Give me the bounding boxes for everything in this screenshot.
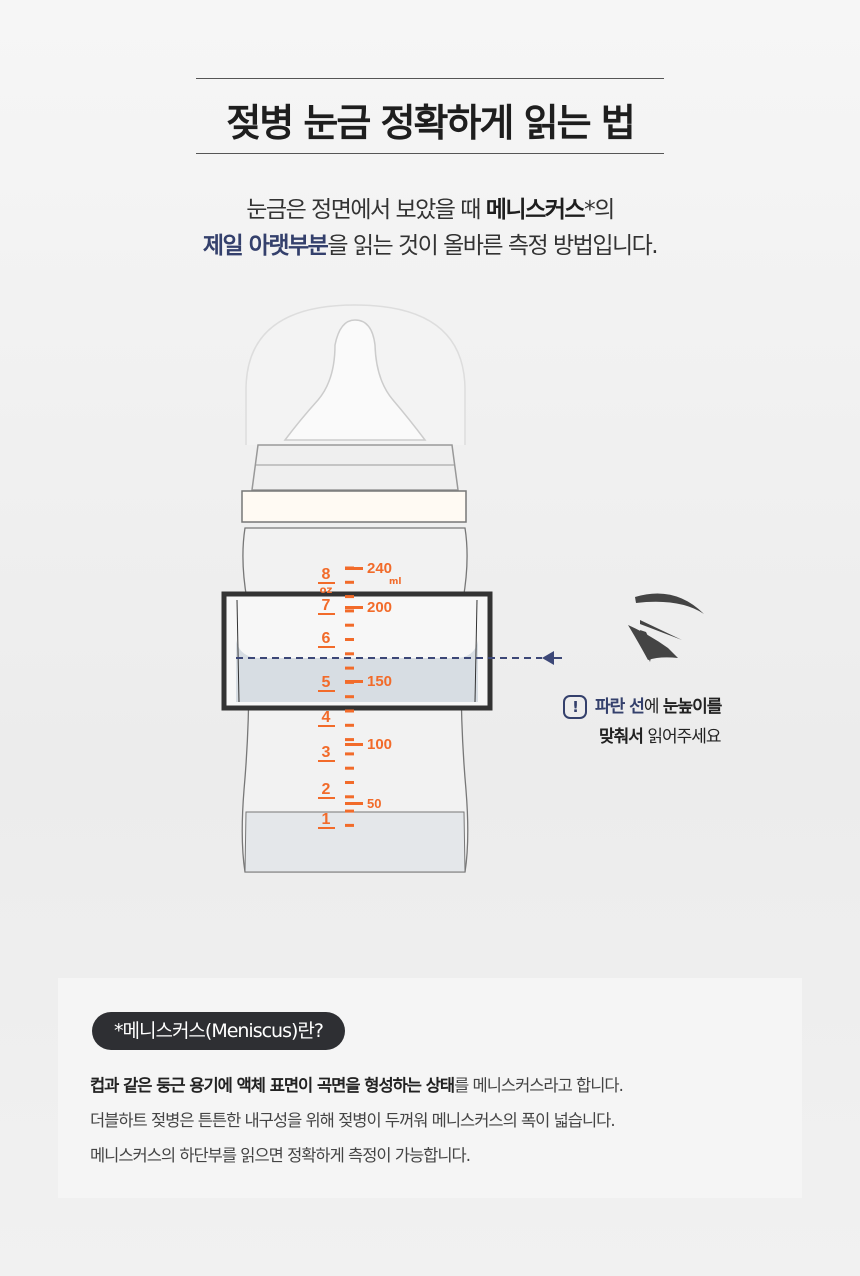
bottle-ring (241, 490, 467, 523)
ml-major-tick (345, 802, 363, 805)
subtitle-highlight: 제일 아랫부분 (202, 233, 329, 259)
oz-label: 3 (322, 744, 331, 761)
subtitle-text: *의 (584, 197, 615, 223)
scale-tick (345, 795, 354, 799)
scale-tick (345, 766, 354, 770)
oz-label: 4 (322, 709, 331, 726)
ml-major-tick (345, 567, 363, 570)
scale-tick (345, 723, 354, 727)
oz-underline (318, 690, 335, 692)
scale-tick (345, 595, 354, 599)
measurement-scale: 8 7 6 5 4 3 2 1 oz 240 200 150 100 50 ml (318, 560, 401, 829)
info-bold: 컵과 같은 둥근 용기에 액체 표면이 곡면을 형성하는 상태 (90, 1076, 455, 1095)
note-highlight: 파란 선 (595, 697, 645, 717)
info-pill-heading: *메니스커스(Meniscus)란? (92, 1012, 345, 1050)
scale-tick (345, 752, 354, 756)
scale-tick (345, 623, 354, 627)
page-title: 젖병 눈금 정확하게 읽는 법 (226, 101, 635, 145)
nipple (283, 319, 427, 441)
oz-underline (318, 582, 335, 584)
subtitle-bold: 메니스커스 (485, 197, 586, 223)
ml-label: 150 (367, 673, 392, 690)
scale-tick (345, 638, 354, 641)
oz-label: 5 (322, 674, 331, 691)
arrow-head-icon (542, 651, 554, 665)
scale-tick (345, 609, 354, 613)
magnified-view (221, 591, 493, 711)
scale-tick (345, 709, 354, 713)
ml-label: 240 (367, 560, 392, 577)
subtitle-text: 을 읽는 것이 올바른 측정 방법입니다. (327, 233, 658, 259)
oz-label: 7 (322, 597, 331, 614)
ml-unit: ml (389, 577, 401, 587)
oz-underline (318, 760, 335, 762)
scale-tick (345, 781, 354, 784)
title-rule-top (196, 78, 664, 79)
oz-underline (318, 827, 335, 829)
oz-label: 1 (322, 811, 331, 828)
eye-level-note: ! 파란 선에 눈높이를 맞춰서 읽어주세요 (563, 692, 723, 752)
oz-underline (318, 725, 335, 727)
scale-tick (345, 580, 354, 584)
scale-tick (345, 652, 354, 656)
meniscus-liquid (236, 640, 478, 702)
scale-tick (345, 738, 354, 742)
ml-label: 100 (367, 736, 392, 753)
bottle-collar (251, 444, 459, 491)
oz-label: 8 (322, 566, 331, 583)
info-text: 더블하트 젖병은 튼튼한 내구성을 위해 젖병이 두꺼워 메니스커스의 폭이 넓… (90, 1111, 616, 1130)
ml-major-tick (345, 680, 363, 683)
info-text: 메니스커스의 하단부를 읽으면 정확하게 측정이 가능합니다. (90, 1146, 471, 1165)
oz-underline (318, 797, 335, 799)
oz-underline (318, 646, 335, 648)
subtitle-line-2: 제일 아랫부분을 읽는 것이 올바른 측정 방법입니다. (0, 226, 860, 260)
ml-label: 50 (367, 796, 381, 811)
note-text: 에 (643, 697, 663, 717)
scale-tick (345, 823, 354, 827)
ml-major-tick (345, 606, 363, 609)
note-text: 읽어주세요 (642, 727, 721, 747)
subtitle-text: 눈금은 정면에서 보았을 때 (246, 197, 486, 223)
title-rule-bottom (196, 153, 664, 154)
oz-label: 2 (322, 781, 331, 798)
scale-tick (345, 666, 354, 670)
oz-underline (318, 613, 335, 615)
info-body: 컵과 같은 둥근 용기에 액체 표면이 곡면을 형성하는 상태를 메니스커스라고… (90, 1068, 624, 1173)
oz-label: 6 (322, 630, 331, 647)
meniscus-info-box: *메니스커스(Meniscus)란? 컵과 같은 둥근 용기에 액체 표면이 곡… (58, 978, 802, 1198)
ml-major-tick (345, 743, 363, 746)
note-bold: 맞춰서 (599, 727, 644, 747)
note-bold: 눈높이를 (662, 697, 723, 717)
scale-tick (345, 809, 354, 813)
bottle-illustration: 8 7 6 5 4 3 2 1 oz 240 200 150 100 50 ml (221, 304, 704, 873)
oz-unit: oz (320, 585, 333, 596)
info-text: 를 메니스커스라고 합니다. (454, 1076, 624, 1095)
eye-icon (628, 593, 704, 662)
exclamation-icon: ! (563, 695, 587, 719)
scale-tick (345, 695, 354, 699)
subtitle-line-1: 눈금은 정면에서 보았을 때 메니스커스*의 (0, 190, 860, 224)
ml-label: 200 (367, 599, 392, 616)
